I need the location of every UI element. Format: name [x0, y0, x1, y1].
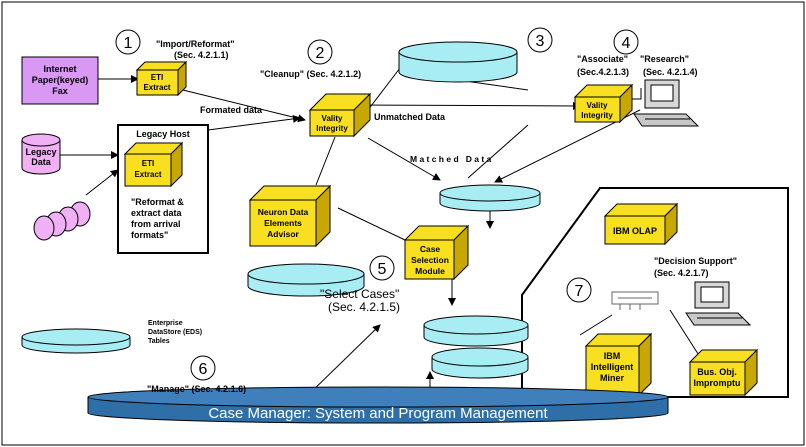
step-2-number: 2: [316, 45, 325, 62]
eti-top-l1: ETI: [151, 73, 163, 82]
step-1-label: "Import/Reformat": [156, 39, 235, 49]
step-4-label-a: "Associate": [577, 54, 628, 64]
cylinder-top: [398, 41, 518, 83]
busobj-l2: Impromptu: [694, 378, 741, 388]
printer-icon: [611, 291, 659, 310]
arrow-unmatched: [359, 101, 581, 110]
vality2-l2: Integrity: [581, 111, 613, 120]
eti-extract-host-cube: [123, 141, 184, 188]
busobj-l1: Bus. Obj.: [697, 367, 737, 377]
neuron-l1: Neuron Data: [258, 207, 309, 217]
ibm-miner-l1: IBM: [604, 351, 621, 361]
vality-integrity-cube-1: [308, 92, 372, 138]
eti-host-l2: Extract: [134, 170, 161, 179]
eds-legend-l3: Tables: [148, 338, 170, 345]
arrow-eti-to-vality: [182, 89, 306, 123]
step-6-label: "Manage" (Sec. 4.2.1.6): [147, 384, 246, 394]
step-4-sec-a: (Sec.4.2.1.3): [577, 67, 629, 77]
step-3-number: 3: [536, 33, 545, 50]
internet-l3: Fax: [52, 86, 68, 96]
computer-decision-icon: [685, 281, 752, 326]
eti-top-l2: Extract: [143, 83, 170, 92]
vality-integrity-cube-2: [573, 83, 634, 124]
case-sel-l3: Module: [415, 266, 445, 276]
ibm-miner-l3: Miner: [600, 373, 625, 383]
line-host-to-vality: [207, 114, 301, 131]
ibm-olap-l1: IBM OLAP: [613, 226, 657, 236]
legacy-host-note-4: formats": [131, 230, 168, 240]
document-stack: [33, 201, 91, 241]
cylinder-eds-legend: [21, 328, 131, 354]
arrow-docs-to-eti: [85, 169, 119, 196]
arrow-matched: [367, 137, 441, 181]
cylinder-neuron: [247, 263, 365, 297]
formatted-data-label: Formated data: [200, 105, 263, 115]
step-2-label: "Cleanup" (Sec. 4.2.1.2): [260, 69, 361, 79]
step-6-number: 6: [199, 361, 208, 378]
internet-box: [21, 56, 99, 105]
line-vality-to-neuron: [315, 136, 336, 186]
step-1-sec: (Sec. 4.2.1.1): [174, 50, 229, 60]
step-4-sec-b: (Sec. 4.2.1.4): [643, 67, 698, 77]
line-vality-to-cylinder: [367, 67, 401, 111]
ibm-olap-cube: [603, 202, 679, 246]
vality2-l1: Vality: [587, 101, 608, 110]
legacy-data-cylinder: [21, 133, 61, 175]
legacy-host-note-2: extract data: [131, 208, 183, 218]
step-circles: [115, 27, 639, 381]
matched-data-label: M a t c h e d D a t a: [410, 154, 492, 164]
step-5-sec: (Sec. 4.2.1.5): [328, 300, 400, 314]
cylinder-matched: [439, 184, 541, 212]
neuron-data-cube: [248, 184, 332, 248]
neuron-l3: Advisor: [267, 229, 299, 239]
arrow-research-hook: [629, 88, 642, 100]
decision-sec: (Sec. 4.2.1.7): [654, 268, 709, 278]
case-selection-cube: [403, 224, 470, 281]
step-5-label: "Select Cases": [320, 287, 399, 301]
unmatched-data-label: Unmatched Data: [374, 112, 446, 122]
case-sel-l2: Selection: [411, 255, 449, 265]
ibm-miner-l2: Intelligent: [591, 362, 634, 372]
computer-research-icon: [633, 79, 700, 127]
eds-legend-l2: DataStore (EDS): [148, 329, 202, 336]
vality1-l2: Integrity: [316, 124, 348, 133]
internet-l1: Internet: [43, 64, 76, 74]
line-printer: [579, 314, 613, 336]
case-sel-l1: Case: [420, 244, 441, 254]
step-5-number: 5: [378, 261, 387, 278]
legacy-data-l2: Data: [31, 157, 52, 167]
eti-extract-top-cube: [135, 60, 188, 97]
arrow-manage: [299, 324, 381, 403]
eds-legend-l1: Enterprise: [148, 320, 183, 327]
neuron-l2: Elements: [264, 218, 302, 228]
eti-host-l1: ETI: [142, 159, 154, 168]
legacy-data-l1: Legacy: [25, 147, 56, 157]
legacy-host-note-3: from arrival: [131, 219, 181, 229]
legacy-host-note-1: "Reformat &: [131, 197, 184, 207]
step-1-number: 1: [124, 35, 133, 52]
cylinder-select-2: [431, 347, 529, 379]
step-4-number: 4: [622, 35, 631, 52]
legacy-host-title: Legacy Host: [136, 129, 190, 139]
line-neuron-to-case: [337, 207, 406, 241]
ibm-miner-cube: [584, 332, 653, 397]
internet-l2: Paper(keyed): [32, 75, 89, 85]
bus-obj-cube: [688, 348, 759, 397]
vality1-l1: Vality: [322, 114, 343, 123]
step-7-number: 7: [575, 283, 584, 300]
step-4-label-b: "Research": [640, 54, 689, 64]
line-decision-to-busobj: [669, 309, 701, 358]
cylinder-select-1: [423, 315, 529, 347]
case-manager-bar: [87, 386, 669, 424]
legacy-host-box: [117, 124, 209, 254]
case-manager-label: Case Manager: System and Program Managem…: [208, 405, 548, 422]
decision-label: "Decision Support": [654, 256, 737, 266]
line-3-to-cyl: [467, 124, 529, 179]
